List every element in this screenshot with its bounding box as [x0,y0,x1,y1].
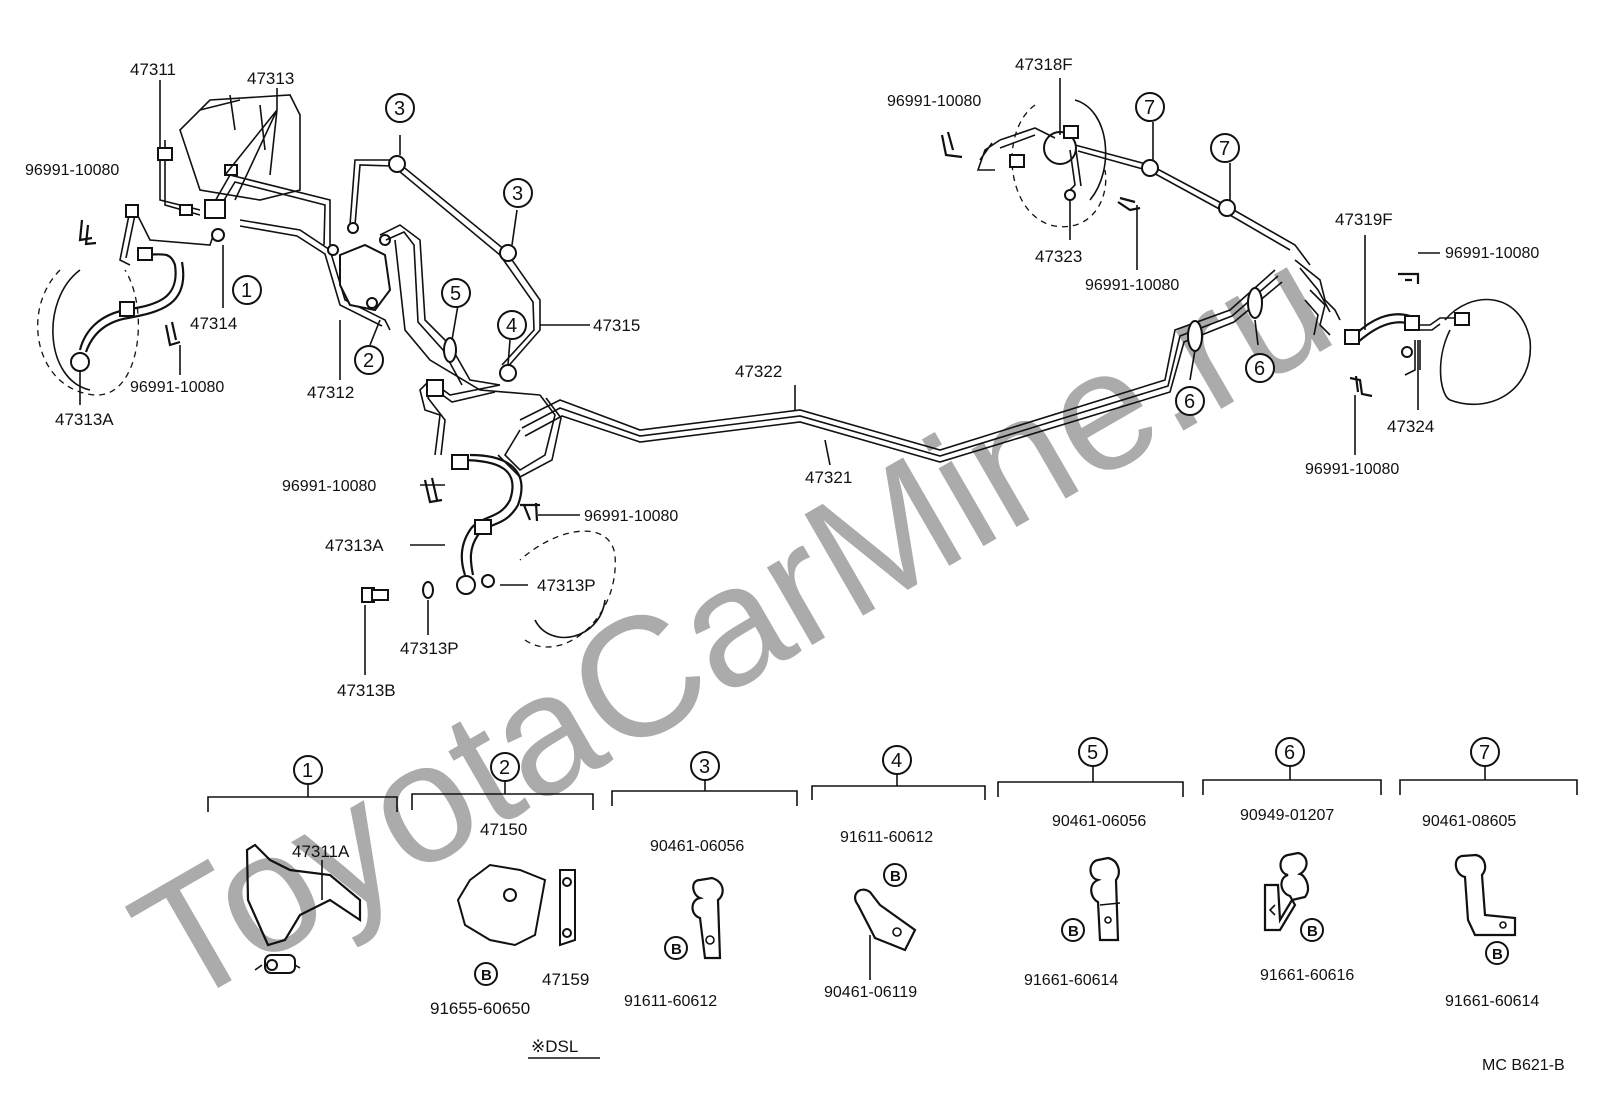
label-47323: 47323 [1035,247,1082,266]
label-96991-b: 96991-10080 [130,379,224,396]
detail-2-part-2: 91655-60650 [430,999,530,1018]
svg-text:6: 6 [1184,391,1195,413]
callout-2: 2 [354,345,384,375]
detail-3-part-0: 90461-06056 [650,838,744,855]
bolt-b-icon: B [1492,946,1503,963]
detail-3-number: 3 [699,756,710,778]
callout-6a: 6 [1175,386,1205,416]
label-47315: 47315 [593,316,640,335]
detail-2: 2 47150 47159 B 91655-60650 ※DSL [411,752,600,1059]
callout-3a: 3 [385,93,415,123]
label-96991-a: 96991-10080 [25,162,119,179]
label-96991-f: 96991-10080 [1085,277,1179,294]
detail-4-part-0: 91611-60612 [840,829,933,846]
detail-6-number: 6 [1284,742,1295,764]
detail-7-part-0: 90461-08605 [1422,813,1516,830]
label-96991-d: 96991-10080 [584,508,678,525]
bolt-b-icon: B [671,941,682,958]
label-47312: 47312 [307,383,354,402]
callout-7b: 7 [1210,133,1240,163]
detail-5: 5 90461-06056 B 91661-60614 [997,737,1184,989]
front-right-hose-assembly [361,453,616,648]
detail-6: 6 90949-01207 B 91661-60616 [1202,737,1382,984]
detail-7-part-1: 91661-60614 [1445,993,1539,1010]
bolt-b-icon: B [1307,923,1318,940]
detail-5-part-0: 90461-06056 [1052,813,1146,830]
detail-2-number: 2 [499,757,510,779]
detail-2-part-0: 47150 [480,820,527,839]
callout-1: 1 [232,275,262,305]
detail-4-part-1: 90461-06119 [824,984,917,1001]
detail-3: 3 90461-06056 B 91611-60612 [611,751,798,1010]
detail-2-part-1: 47159 [542,970,589,989]
bolt-b-icon: B [1068,923,1079,940]
callouts: 1 2 3 3 4 5 6 6 7 7 [232,92,1275,416]
label-96991-g: 96991-10080 [1445,245,1539,262]
rear-left-brake-assembly [940,99,1311,266]
front-brake-line-loop [347,155,541,456]
label-47319F: 47319F [1335,210,1393,229]
svg-text:7: 7 [1144,97,1155,119]
label-47313B: 47313B [337,681,396,700]
label-47314: 47314 [190,314,237,333]
label-47313A-mid: 47313A [325,536,384,555]
main-brake-lines [497,269,1283,478]
detail-1-part-0: 47311A [292,842,350,861]
detail-7-number: 7 [1479,742,1490,764]
label-47324: 47324 [1387,417,1434,436]
detail-3-part-1: 91611-60612 [624,993,717,1010]
svg-text:3: 3 [394,98,405,120]
detail-5-number: 5 [1087,742,1098,764]
detail-4-number: 4 [891,750,902,772]
label-47313P-left: 47313P [400,639,459,658]
bolt-b-icon: B [890,868,901,885]
label-96991-c: 96991-10080 [282,478,376,495]
callout-7a: 7 [1135,92,1165,122]
detail-7: 7 90461-08605 B 91661-60614 [1399,737,1578,1010]
svg-text:2: 2 [363,350,374,372]
label-96991-h: 96991-10080 [1305,461,1399,478]
svg-text:6: 6 [1254,358,1265,380]
detail-4: 4 91611-60612 B 90461-06119 [811,745,986,1001]
bolt-b-icon: B [481,967,492,984]
callout-4: 4 [497,310,527,340]
front-left-brake-assembly [37,94,392,396]
callout-5: 5 [441,278,471,308]
label-96991-e: 96991-10080 [887,93,981,110]
label-47318F: 47318F [1015,55,1073,74]
detail-2-note: ※DSL [531,1037,578,1056]
label-47311: 47311 [130,60,176,79]
svg-text:7: 7 [1219,138,1230,160]
part-labels: 47311 47313 96991-10080 47314 96991-1008… [25,55,1539,700]
callout-3b: 3 [503,178,533,208]
label-47313A-top: 47313A [55,410,114,429]
detail-5-part-1: 91661-60614 [1024,972,1118,989]
svg-text:3: 3 [512,183,523,205]
leader-lines [79,78,1440,675]
detail-6-part-1: 91661-60616 [1260,967,1354,984]
detail-1: 1 47311A [207,755,398,974]
svg-text:1: 1 [241,280,252,302]
diagram-code: MC B621-B [1482,1057,1565,1074]
rear-right-brake-assembly [1294,259,1532,405]
watermark: ToyotaCarMine.ru [104,207,1361,1042]
svg-text:4: 4 [506,315,517,337]
label-47313P-right: 47313P [537,576,596,595]
label-47322: 47322 [735,362,782,381]
callout-6b: 6 [1245,353,1275,383]
label-47313: 47313 [247,69,294,88]
label-47321: 47321 [805,468,852,487]
detail-1-number: 1 [302,760,313,782]
svg-text:5: 5 [450,283,461,305]
detail-6-part-0: 90949-01207 [1240,807,1334,824]
